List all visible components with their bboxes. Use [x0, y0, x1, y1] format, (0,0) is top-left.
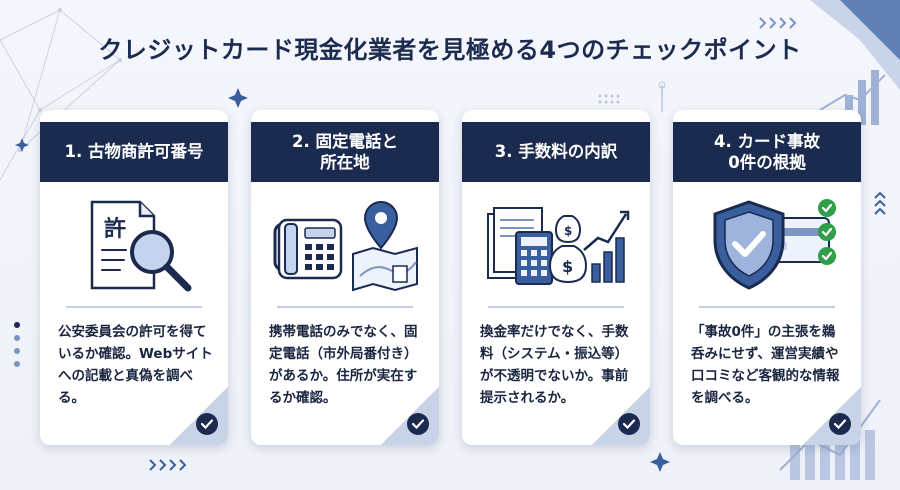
phone-map-pin-icon: [273, 200, 418, 292]
svg-text:$: $: [564, 224, 572, 238]
card-divider: [66, 306, 202, 308]
card-description: 公安委員会の許可を得ているか確認。Webサイトへの記載と真偽を調べる。: [58, 324, 213, 406]
checkpoint-card-4: 4. カード事故 0件の根拠 「事故0件」の主張を鵜呑みにせず、運営実績や口コミ…: [673, 110, 861, 445]
checkpoint-card-3: 3. 手数料の内訳 $ $ 換金率だけでなく、手数料（システム・振込等）が不透明…: [462, 110, 650, 445]
card-header: 3. 手数料の内訳: [462, 122, 650, 182]
shield-check-icon: [713, 199, 836, 290]
calculator-money-chart-icon: $ $: [487, 207, 630, 285]
card-divider: [277, 306, 413, 308]
checkpoint-card-2: 2. 固定電話と 所在地 携帯電話のみでなく、固定電話（市外局番付き）があるか。…: [251, 110, 439, 445]
check-icon: [407, 413, 429, 435]
svg-text:$: $: [562, 257, 573, 276]
card-divider: [699, 306, 835, 308]
card-description: 携帯電話のみでなく、固定電話（市外局番付き）があるか。住所が実在するか確認。: [269, 324, 418, 406]
card-description: 換金率だけでなく、手数料（システム・振込等）が不透明でないか。事前提示されるか。: [480, 324, 629, 406]
card-header: 1. 古物商許可番号: [40, 122, 228, 182]
card-header: 2. 固定電話と 所在地: [251, 122, 439, 182]
check-icon: [618, 413, 640, 435]
page-title: クレジットカード現金化業者を見極める4つのチェックポイント: [98, 36, 802, 64]
checkpoint-cards: 1. 古物商許可番号 許 公安委員会の許可を得ているか確認。Webサイトへの記載…: [40, 110, 861, 445]
check-icon: [829, 413, 851, 435]
magnifier-document-icon: 許: [90, 200, 192, 292]
card-header: 4. カード事故 0件の根拠: [673, 122, 861, 182]
card-description: 「事故0件」の主張を鵜呑みにせず、運営実績や口コミなど客観的な情報を調べる。: [691, 324, 840, 406]
check-icon: [196, 413, 218, 435]
checkpoint-card-1: 1. 古物商許可番号 許 公安委員会の許可を得ているか確認。Webサイトへの記載…: [40, 110, 228, 445]
document-kanji: 許: [104, 216, 126, 242]
card-divider: [488, 306, 624, 308]
